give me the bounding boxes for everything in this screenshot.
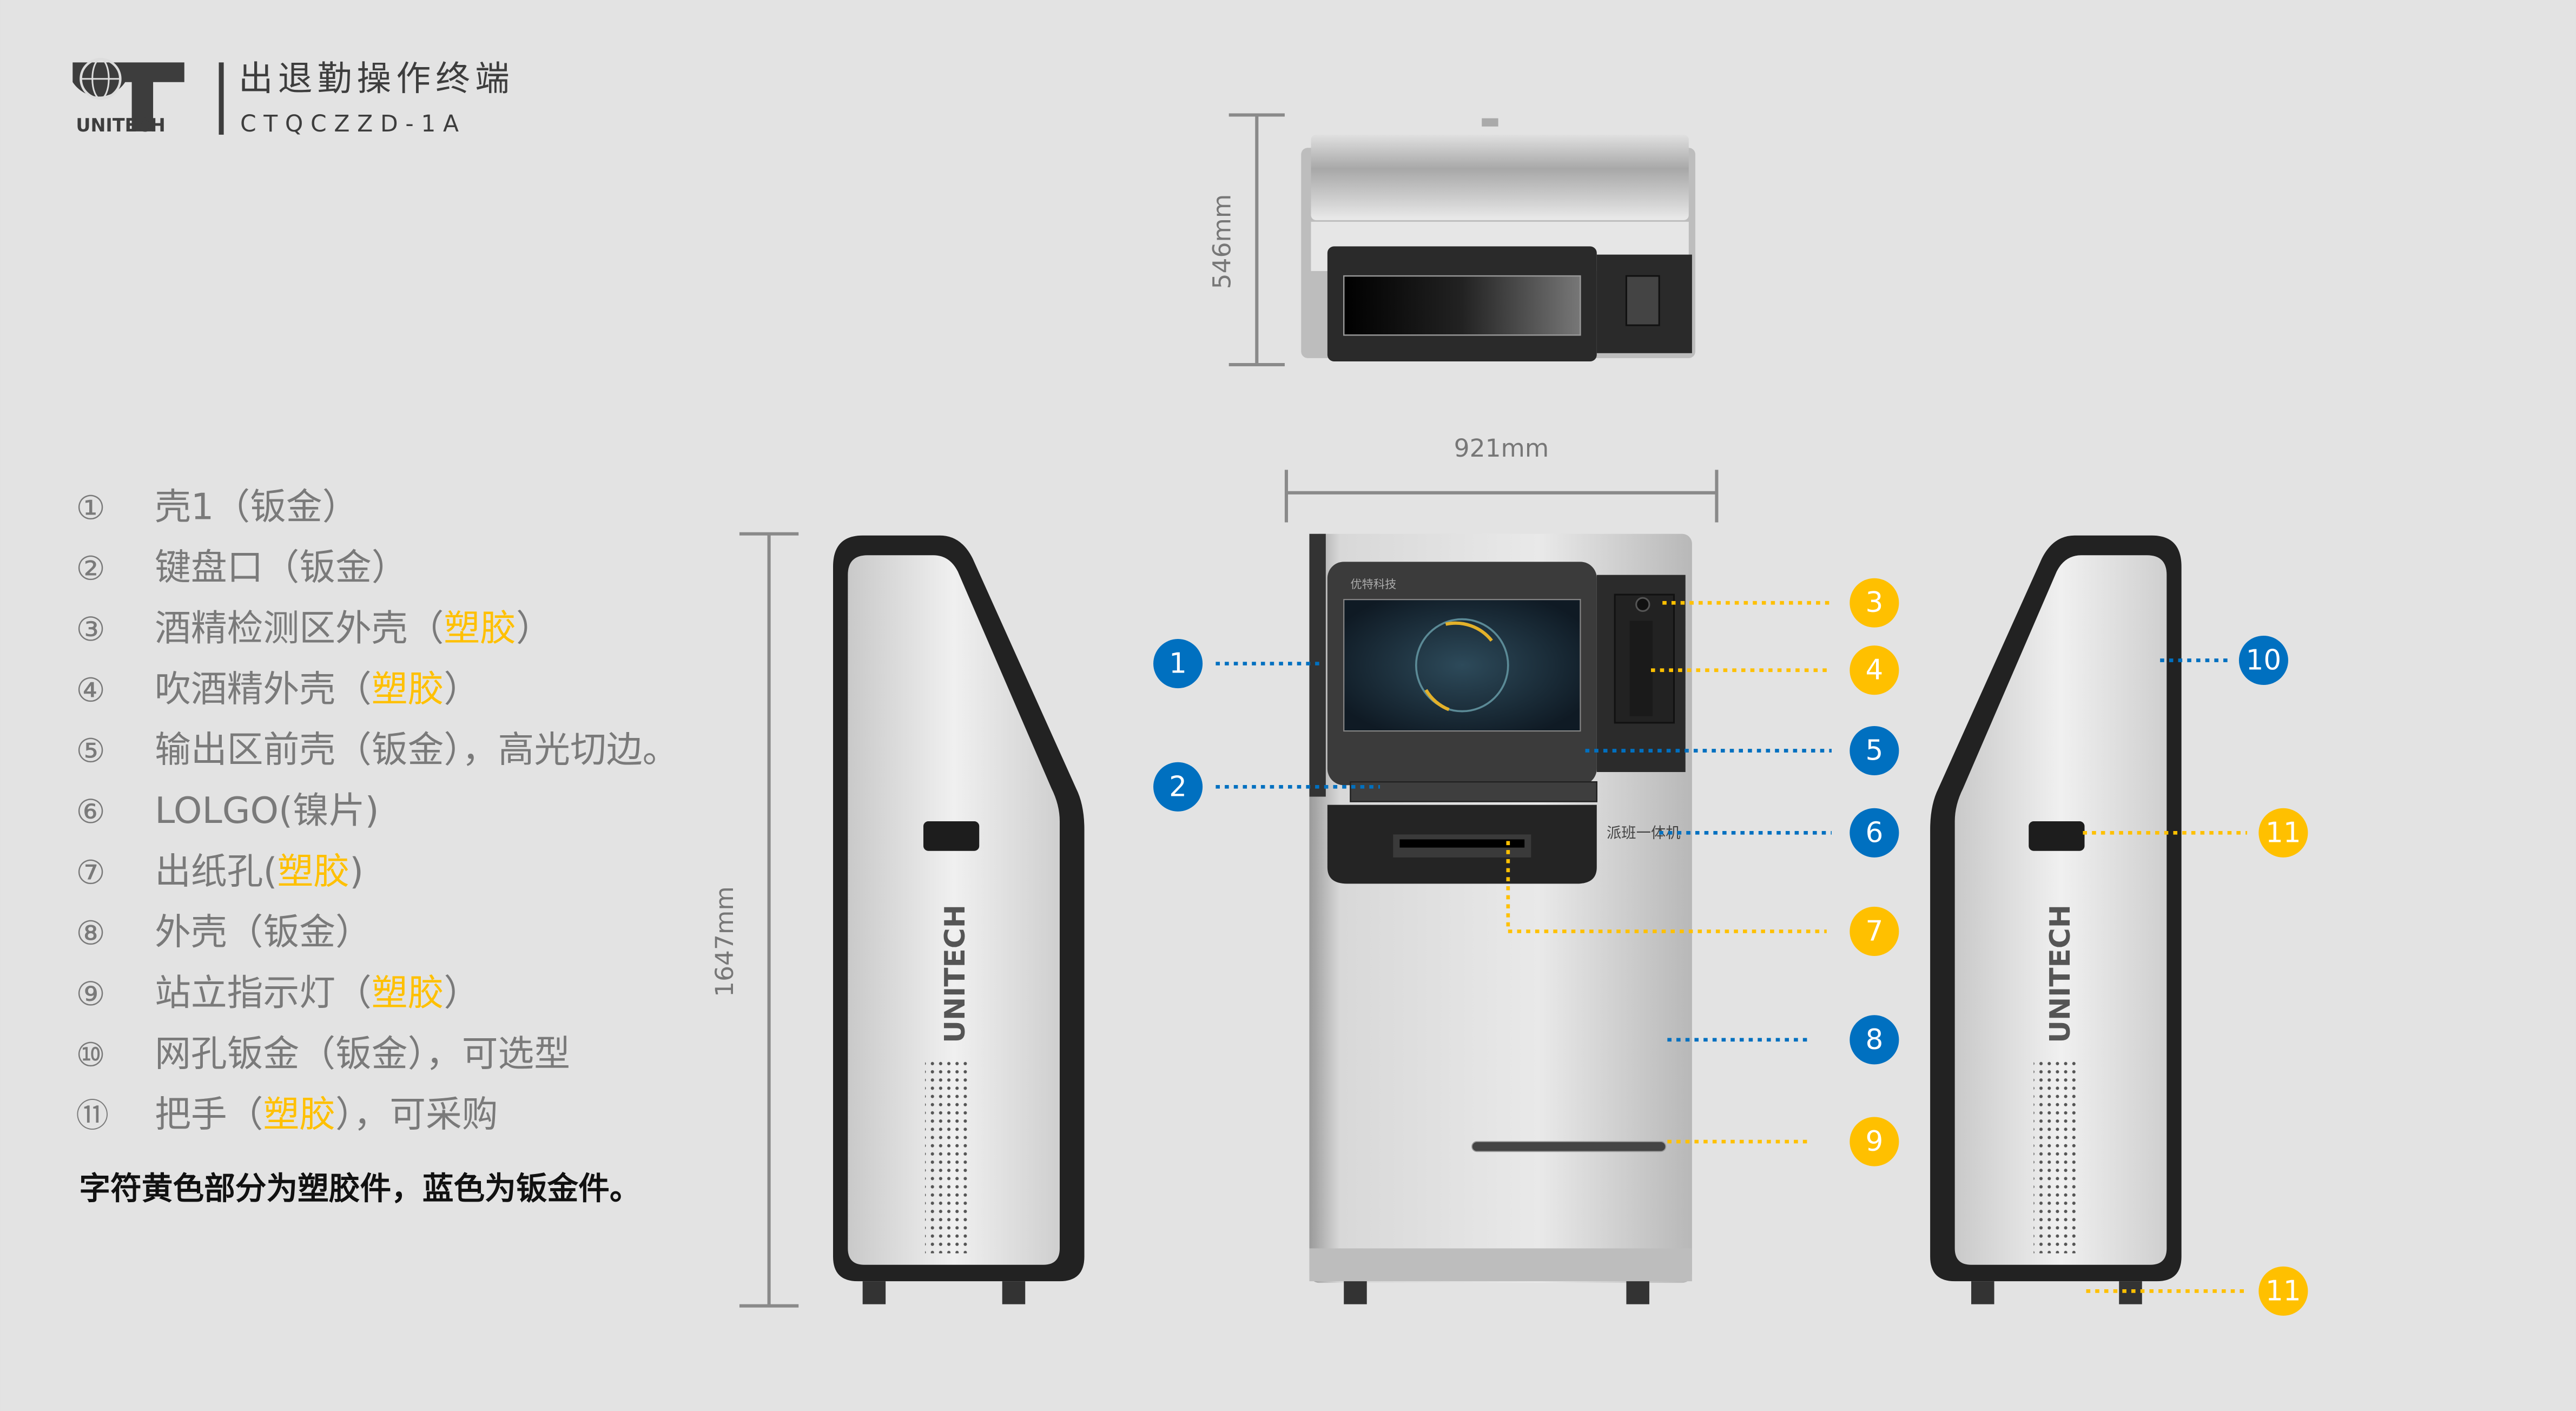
material-note: 字符黄色部分为塑胶件，蓝色为钣金件。 bbox=[79, 1170, 640, 1206]
callout-1: 1 bbox=[1153, 639, 1203, 689]
svg-text:⑪: ⑪ bbox=[76, 1097, 109, 1135]
legend-item: ⑦ 出纸孔(塑胶) bbox=[76, 850, 364, 892]
svg-text:④: ④ bbox=[76, 671, 105, 709]
callout-badges: 1 2 3 4 5 6 7 8 9 10 11 11 bbox=[1153, 578, 2308, 1316]
legend-item: ③ 酒精检测区外壳（塑胶） bbox=[76, 607, 552, 649]
svg-text:⑧: ⑧ bbox=[76, 915, 105, 953]
height-dimension: 1647mm bbox=[710, 532, 799, 1308]
svg-text:站立指示灯（塑胶）: 站立指示灯（塑胶） bbox=[155, 972, 480, 1014]
svg-text:外壳（钣金）: 外壳（钣金） bbox=[155, 911, 372, 953]
callout-11-bottom: 11 bbox=[2258, 1266, 2308, 1316]
callout-6: 6 bbox=[1850, 808, 1899, 858]
bezel-brand: 优特科技 bbox=[1350, 578, 1396, 591]
header-divider bbox=[219, 62, 224, 135]
front-view: 优特科技 派班一体机 bbox=[1309, 533, 1692, 1304]
svg-text:3: 3 bbox=[1865, 586, 1883, 619]
svg-text:2: 2 bbox=[1169, 770, 1187, 803]
legend-item: ⑧ 外壳（钣金） bbox=[76, 911, 371, 953]
svg-text:7: 7 bbox=[1865, 915, 1883, 947]
model-number: CTQCZZD-1A bbox=[240, 111, 466, 137]
svg-text:6: 6 bbox=[1865, 816, 1883, 849]
legend-item: ⑪ 把手（塑胶），可采购 bbox=[76, 1093, 498, 1136]
leader-lines bbox=[1216, 601, 2248, 1293]
page-title: 出退勤操作终端 bbox=[239, 59, 514, 99]
svg-text:8: 8 bbox=[1865, 1024, 1883, 1056]
svg-text:出纸孔(塑胶): 出纸孔(塑胶) bbox=[155, 850, 364, 892]
svg-text:LOLGO(镍片): LOLGO(镍片) bbox=[155, 789, 379, 832]
callout-3: 3 bbox=[1850, 578, 1899, 628]
svg-text:把手（塑胶），可采购: 把手（塑胶），可采购 bbox=[155, 1093, 498, 1136]
side-logo: UNITECH bbox=[2044, 905, 2077, 1043]
svg-text:酒精检测区外壳（塑胶）: 酒精检测区外壳（塑胶） bbox=[155, 607, 552, 649]
svg-text:吹酒精外壳（塑胶）: 吹酒精外壳（塑胶） bbox=[155, 668, 480, 710]
svg-text:⑤: ⑤ bbox=[76, 733, 105, 770]
callout-11: 11 bbox=[2258, 808, 2308, 858]
svg-text:键盘口（钣金）: 键盘口（钣金） bbox=[155, 546, 407, 589]
svg-text:10: 10 bbox=[2246, 644, 2282, 677]
svg-text:5: 5 bbox=[1865, 734, 1883, 767]
callout-9: 9 bbox=[1850, 1117, 1899, 1166]
depth-label: 546mm bbox=[1208, 194, 1237, 289]
svg-text:网孔钣金（钣金），可选型: 网孔钣金（钣金），可选型 bbox=[155, 1032, 570, 1074]
svg-text:输出区前壳（钣金），高光切边。: 输出区前壳（钣金），高光切边。 bbox=[155, 729, 678, 771]
width-label: 921mm bbox=[1454, 434, 1549, 463]
left-side-view: UNITECH bbox=[833, 535, 1085, 1304]
svg-text:11: 11 bbox=[2265, 816, 2301, 849]
svg-text:①: ① bbox=[76, 489, 105, 527]
legend-item: ⑩ 网孔钣金（钣金），可选型 bbox=[76, 1032, 570, 1074]
legend-item: ② 键盘口（钣金） bbox=[76, 546, 407, 589]
svg-text:11: 11 bbox=[2265, 1275, 2301, 1307]
svg-text:⑨: ⑨ bbox=[76, 975, 105, 1013]
legend-item: ⑤ 输出区前壳（钣金），高光切边。 bbox=[76, 729, 678, 771]
top-view bbox=[1301, 118, 1695, 361]
callout-10: 10 bbox=[2238, 635, 2288, 685]
legend-item: ④ 吹酒精外壳（塑胶） bbox=[76, 668, 480, 710]
legend-item: ⑨ 站立指示灯（塑胶） bbox=[76, 972, 480, 1014]
svg-text:⑩: ⑩ bbox=[76, 1036, 105, 1074]
svg-text:③: ③ bbox=[76, 611, 105, 649]
depth-dimension: 546mm bbox=[1208, 113, 1285, 367]
svg-text:⑥: ⑥ bbox=[76, 793, 105, 831]
svg-text:⑦: ⑦ bbox=[76, 854, 105, 892]
svg-text:壳1（钣金）: 壳1（钣金） bbox=[155, 485, 358, 528]
svg-text:9: 9 bbox=[1865, 1125, 1883, 1158]
right-side-view: UNITECH bbox=[1930, 535, 2182, 1304]
svg-text:4: 4 bbox=[1865, 654, 1883, 687]
logo-text: UNITECH bbox=[76, 115, 165, 136]
front-label: 派班一体机 bbox=[1607, 825, 1681, 841]
brand-logo: UNITECH bbox=[72, 58, 184, 136]
callout-5: 5 bbox=[1850, 726, 1899, 776]
height-label: 1647mm bbox=[710, 886, 739, 997]
callout-8: 8 bbox=[1850, 1015, 1899, 1065]
width-dimension: 921mm bbox=[1284, 434, 1719, 523]
legend-item: ① 壳1（钣金） bbox=[76, 485, 358, 528]
legend-item: ⑥ LOLGO(镍片) bbox=[76, 789, 379, 832]
callout-4: 4 bbox=[1850, 645, 1899, 695]
svg-text:1: 1 bbox=[1169, 648, 1187, 680]
callout-2: 2 bbox=[1153, 762, 1203, 812]
side-logo: UNITECH bbox=[939, 905, 972, 1043]
callout-7: 7 bbox=[1850, 906, 1899, 957]
svg-text:②: ② bbox=[76, 550, 105, 588]
parts-legend: ① 壳1（钣金） ② 键盘口（钣金） ③ 酒精检测区外壳（塑胶） ④ 吹酒精外壳（塑胶）… bbox=[76, 485, 678, 1135]
